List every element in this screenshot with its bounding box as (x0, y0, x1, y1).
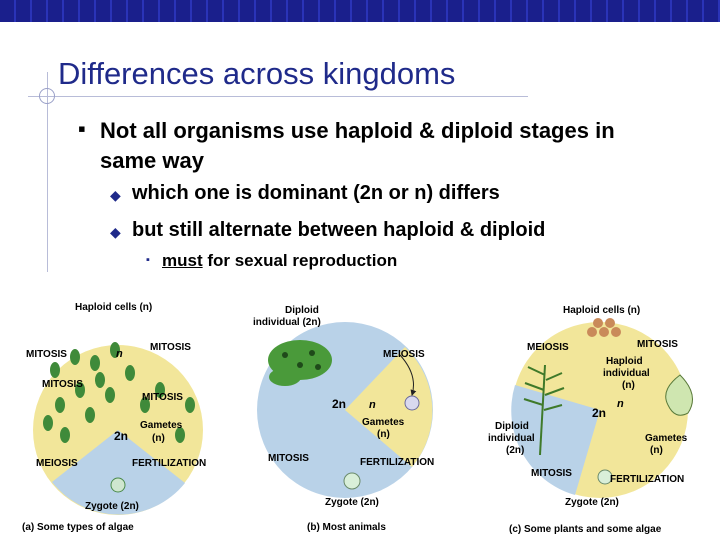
diamond-bullet-icon: ◆ (110, 187, 121, 203)
decorative-vertical-line (47, 72, 48, 272)
animals-zygote-label: Zygote (2n) (325, 497, 379, 508)
animals-2n-label: 2n (332, 397, 346, 411)
animals-caption: (b) Most animals (307, 522, 386, 533)
top-banner (0, 0, 720, 22)
plants-mitosis-label-1: MITOSIS (637, 339, 678, 350)
algae-cycle: Haploid cells (n) MITOSIS MITOSIS MITOSI… (22, 302, 206, 533)
plants-diploid-individual-label-1: Diploid (495, 421, 529, 432)
plants-mitosis-label-2: MITOSIS (531, 468, 572, 479)
animals-gametes-label: Gametes (362, 417, 405, 428)
animals-diploid-label: Diploid (285, 305, 319, 316)
algae-n-label: n (116, 348, 123, 360)
animals-meiosis-label: MEIOSIS (383, 349, 425, 360)
square-bullet-icon: ▪ (78, 116, 86, 141)
algae-meiosis-label: MEIOSIS (36, 458, 78, 469)
algae-gametes-label: Gametes (140, 420, 183, 431)
algae-mitosis-label-2: MITOSIS (150, 342, 191, 353)
algae-gametes-n-label: (n) (152, 433, 165, 444)
algae-cells-icon (43, 342, 195, 443)
plants-diploid-individual-label-3: (2n) (506, 445, 524, 456)
animals-n-label: n (369, 399, 376, 411)
plants-fertilization-label: FERTILIZATION (610, 474, 684, 485)
animals-gametes-n-label: (n) (377, 429, 390, 440)
plants-haploid-individual-label-3: (n) (622, 380, 635, 391)
plants-n-label: n (617, 398, 624, 410)
algae-mitosis-label-4: MITOSIS (142, 392, 183, 403)
bullet-dominance: which one is dominant (2n or n) differs (132, 182, 500, 204)
animals-mitosis-label: MITOSIS (268, 453, 309, 464)
algae-caption: (a) Some types of algae (22, 522, 134, 533)
animals-cycle: Diploid individual (2n) MEIOSIS 2n n Gam… (253, 305, 434, 533)
plants-caption: (c) Some plants and some algae (509, 524, 662, 535)
bullet-sexual-reproduction: must for sexual reproduction (162, 251, 397, 271)
plants-meiosis-label: MEIOSIS (527, 342, 569, 353)
algae-haploid-cells-label: Haploid cells (n) (75, 302, 152, 313)
algae-mitosis-label-3: MITOSIS (42, 379, 83, 390)
plants-2n-label: 2n (592, 406, 606, 420)
slide-title: Differences across kingdoms (58, 56, 456, 91)
square-bullet-small-icon: ▪ (146, 254, 150, 266)
algae-zygote-label: Zygote (2n) (85, 501, 139, 512)
decorative-horizontal-line (28, 96, 528, 97)
plants-gametes-n-label: (n) (650, 445, 663, 456)
plants-cycle: Haploid cells (n) MEIOSIS MITOSIS Haploi… (488, 305, 693, 535)
emphasis-must: must (162, 251, 203, 270)
diamond-bullet-icon: ◆ (110, 224, 121, 240)
algae-mitosis-label-1: MITOSIS (26, 349, 67, 360)
plants-diploid-individual-label-2: individual (488, 433, 535, 444)
algae-fertilization-label: FERTILIZATION (132, 458, 206, 469)
plants-gametes-label: Gametes (645, 433, 688, 444)
haploid-cells-icon (587, 318, 621, 337)
crosshair-circle-icon (39, 88, 55, 104)
bullet-rest: for sexual reproduction (202, 251, 398, 270)
fern-icon (523, 364, 565, 456)
life-cycle-figure: Haploid cells (n) MITOSIS MITOSIS MITOSI… (22, 302, 693, 535)
frog-icon (268, 340, 332, 386)
plants-haploid-individual-label-2: individual (603, 368, 650, 379)
animals-fertilization-label: FERTILIZATION (360, 457, 434, 468)
bullet-main: Not all organisms use haploid & diploid … (100, 118, 615, 173)
plants-zygote-label: Zygote (2n) (565, 497, 619, 508)
algae-2n-label: 2n (114, 429, 128, 443)
plants-haploid-individual-label-1: Haploid (606, 356, 643, 367)
plants-haploid-cells-label: Haploid cells (n) (563, 305, 640, 316)
animals-diploid-label-2: individual (2n) (253, 317, 321, 328)
bullet-alternate: but still alternate between haploid & di… (132, 219, 546, 241)
